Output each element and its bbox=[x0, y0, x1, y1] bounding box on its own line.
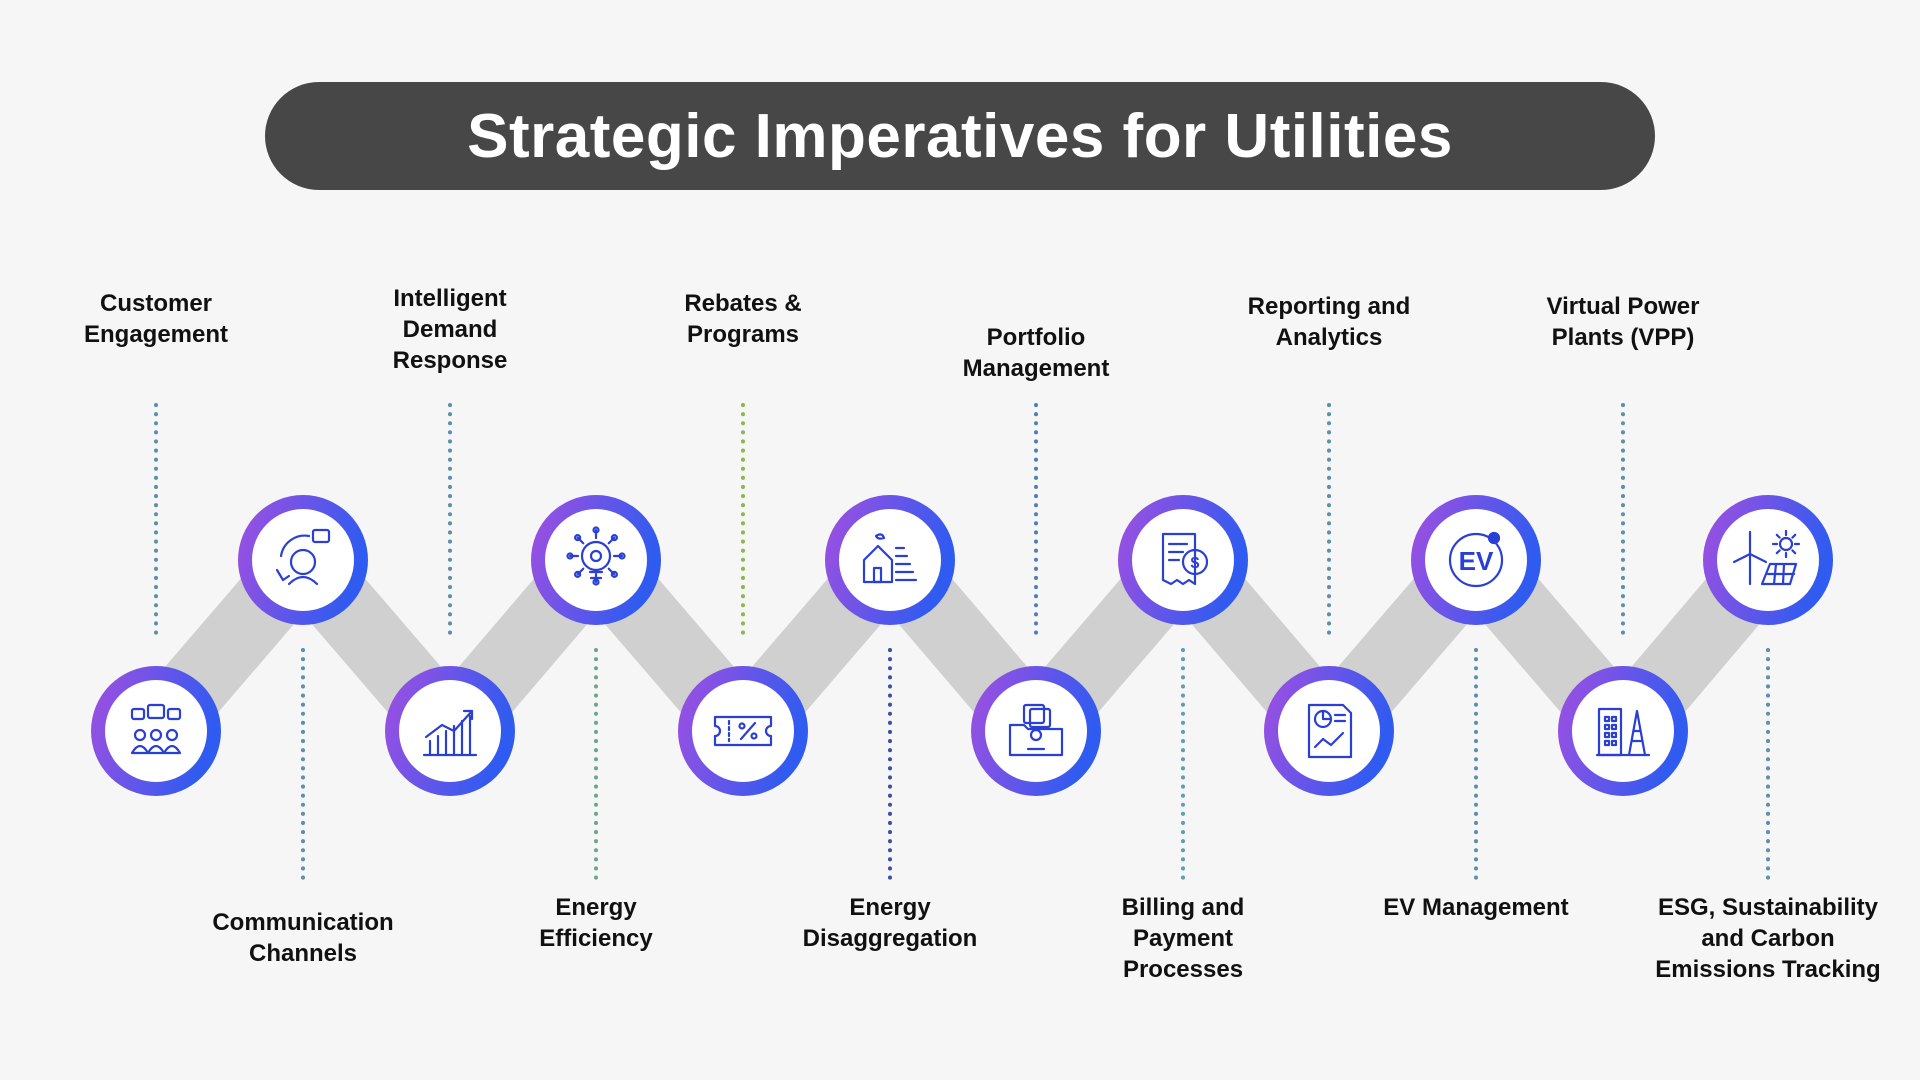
imperative-node bbox=[238, 495, 368, 625]
dollar-bill-icon: $ bbox=[1161, 532, 1209, 586]
imperative-node bbox=[385, 666, 515, 796]
call-center-icon bbox=[275, 528, 331, 586]
imperative-node bbox=[1703, 495, 1833, 625]
imperative-node bbox=[91, 666, 221, 796]
rising-bar-chart-icon bbox=[422, 709, 478, 757]
imperative-node bbox=[971, 666, 1101, 796]
node-face bbox=[1717, 509, 1819, 611]
node-face bbox=[1278, 680, 1380, 782]
imperative-node: $ bbox=[1118, 495, 1248, 625]
node-face bbox=[1572, 680, 1674, 782]
imperative-node: EV bbox=[1411, 495, 1541, 625]
imperative-node bbox=[531, 495, 661, 625]
imperative-node bbox=[678, 666, 808, 796]
node-face bbox=[252, 509, 354, 611]
portfolio-folder-icon bbox=[1008, 703, 1064, 757]
renewable-energy-icon bbox=[1732, 529, 1801, 586]
node-face bbox=[692, 680, 794, 782]
node-face bbox=[1425, 509, 1527, 611]
ev-charging-icon: EV bbox=[1448, 531, 1504, 588]
smart-bulb-icon bbox=[566, 526, 626, 586]
title-banner: Strategic Imperatives for Utilities bbox=[265, 82, 1655, 190]
imperative-label: EV Management bbox=[1383, 894, 1569, 921]
power-plant-icon bbox=[1595, 707, 1651, 757]
discount-ticket-icon bbox=[713, 715, 773, 747]
imperative-node bbox=[1558, 666, 1688, 796]
node-face bbox=[399, 680, 501, 782]
customer-feedback-icon bbox=[130, 703, 182, 755]
node-face bbox=[839, 509, 941, 611]
imperative-node bbox=[1264, 666, 1394, 796]
page-title: Strategic Imperatives for Utilities bbox=[467, 101, 1453, 171]
imperative-label: Rebates &Programs bbox=[684, 290, 802, 348]
imperative-node bbox=[825, 495, 955, 625]
home-energy-rating-icon bbox=[862, 533, 918, 584]
svg-text:EV: EV bbox=[1459, 546, 1494, 576]
analytics-report-icon bbox=[1307, 703, 1353, 759]
svg-text:$: $ bbox=[1191, 555, 1200, 572]
